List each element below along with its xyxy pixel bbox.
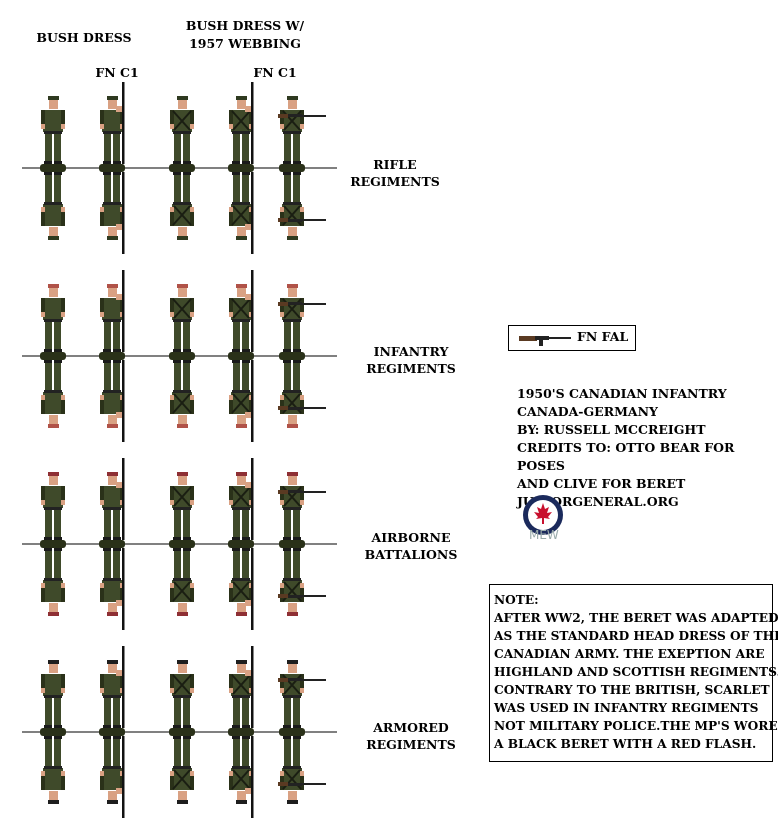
credits-line: 1950'S CANADIAN INFANTRY	[517, 386, 727, 401]
soldier-figure-mirrored	[229, 358, 254, 442]
figure-base	[279, 540, 305, 548]
figure-base	[99, 164, 125, 172]
row-label-airborne-line1: AIRBORNE	[371, 530, 451, 545]
soldier-figure	[41, 660, 65, 730]
header-bush-dress-webbing-line2: 1957 WEBBING	[189, 36, 301, 51]
figure-base	[279, 728, 305, 736]
soldier-figure-mirrored	[170, 734, 194, 804]
figure-base	[279, 164, 305, 172]
legend-label: FN FAL	[577, 329, 629, 344]
soldier-figure-mirrored	[100, 358, 125, 442]
soldier-figure-mirrored	[41, 170, 65, 240]
soldier-figure-mirrored	[41, 358, 65, 428]
figure-base	[169, 728, 195, 736]
note-box: NOTE: AFTER WW2, THE BERET WAS ADAPTED A…	[489, 584, 778, 762]
soldier-figure	[278, 660, 326, 730]
emblem-text: MEW	[529, 528, 559, 542]
soldier-figure-mirrored	[170, 170, 194, 240]
credits-line: BY: RUSSELL MCCREIGHT	[517, 422, 706, 437]
row-label-infantry-line1: INFANTRY	[373, 344, 449, 359]
figure-base	[279, 352, 305, 360]
figure-base	[40, 540, 66, 548]
note-line: AFTER WW2, THE BERET WAS ADAPTED	[494, 611, 778, 625]
soldier-figure	[170, 284, 194, 354]
soldier-figure	[100, 458, 125, 542]
soldier-figure	[170, 660, 194, 730]
soldier-figure	[170, 96, 194, 166]
soldier-figure	[170, 472, 194, 542]
note-line: HIGHLAND AND SCOTTISH REGIMENTS.	[494, 665, 778, 679]
row-label-rifle-line1: RIFLE	[373, 157, 417, 172]
figure-base	[169, 352, 195, 360]
figure-base	[40, 728, 66, 736]
figure-base	[40, 352, 66, 360]
figure-base	[99, 728, 125, 736]
soldier-figure	[100, 646, 125, 730]
soldier-figure	[278, 284, 326, 354]
note-line: WAS USED IN INFANTRY REGIMENTS	[494, 701, 759, 715]
figure-base	[99, 540, 125, 548]
figure-base	[99, 352, 125, 360]
soldier-figure	[100, 270, 125, 354]
soldier-figure-mirrored	[41, 734, 65, 804]
soldier-figure	[229, 270, 254, 354]
figure-base	[228, 728, 254, 736]
row-label-infantry-line2: REGIMENTS	[366, 361, 456, 376]
header-fn-c1-right: FN C1	[253, 65, 297, 80]
row-label-airborne-line2: BATTALIONS	[364, 547, 458, 562]
note-line: CONTRARY TO THE BRITISH, SCARLET	[494, 683, 770, 697]
figure-base	[228, 352, 254, 360]
soldier-figure-mirrored	[229, 734, 254, 818]
credits-line: CANADA-GERMANY	[517, 404, 658, 419]
soldier-figure-mirrored	[100, 546, 125, 630]
soldier-figure	[278, 96, 326, 166]
soldier-figure	[41, 284, 65, 354]
soldier-figure	[229, 82, 254, 166]
soldier-figure-mirrored	[100, 734, 125, 818]
figure-base	[169, 540, 195, 548]
soldier-figure	[41, 472, 65, 542]
header-fn-c1-left: FN C1	[95, 65, 139, 80]
soldier-figure-mirrored	[278, 170, 326, 240]
header-bush-dress: BUSH DRESS	[36, 30, 132, 45]
figure-base	[228, 164, 254, 172]
row-label-armored-line1: ARMORED	[373, 720, 449, 735]
figure-base	[169, 164, 195, 172]
row-label-rifle-line2: REGIMENTS	[350, 174, 440, 189]
note-line: CANADIAN ARMY. THE EXEPTION ARE	[494, 647, 765, 661]
figure-base	[40, 164, 66, 172]
soldier-figure-mirrored	[278, 358, 326, 428]
soldier-figure-mirrored	[229, 170, 254, 254]
note-line: NOT MILITARY POLICE.THE MP'S WORE	[494, 719, 778, 733]
soldier-figure	[41, 96, 65, 166]
soldier-figure	[278, 472, 326, 542]
credits-line: AND CLIVE FOR BERET	[517, 476, 686, 491]
header-bush-dress-webbing-line1: BUSH DRESS W/	[185, 18, 305, 33]
soldier-figure	[229, 646, 254, 730]
soldier-figure-mirrored	[170, 546, 194, 616]
note-line: NOTE:	[494, 593, 539, 607]
row-label-armored-line2: REGIMENTS	[366, 737, 456, 752]
soldier-figure-mirrored	[100, 170, 125, 254]
soldier-figure-mirrored	[278, 734, 326, 804]
note-line: AS THE STANDARD HEAD DRESS OF THE	[494, 629, 778, 643]
figure-base	[228, 540, 254, 548]
soldier-figure-mirrored	[278, 546, 326, 616]
soldier-figure-mirrored	[170, 358, 194, 428]
weapon-legend: FN FAL	[508, 325, 636, 351]
soldier-figure-mirrored	[41, 546, 65, 616]
credits-line: CREDITS TO: OTTO BEAR FOR POSES	[517, 440, 735, 473]
soldier-figure-mirrored	[229, 546, 254, 630]
soldier-figure	[229, 458, 254, 542]
soldier-figure	[100, 82, 125, 166]
rifle-icon	[519, 336, 571, 346]
note-line: A BLACK BERET WITH A RED FLASH.	[494, 737, 757, 751]
credits-block: 1950'S CANADIAN INFANTRY CANADA-GERMANY …	[517, 385, 778, 511]
maple-leaf-roundel-icon	[523, 495, 563, 535]
